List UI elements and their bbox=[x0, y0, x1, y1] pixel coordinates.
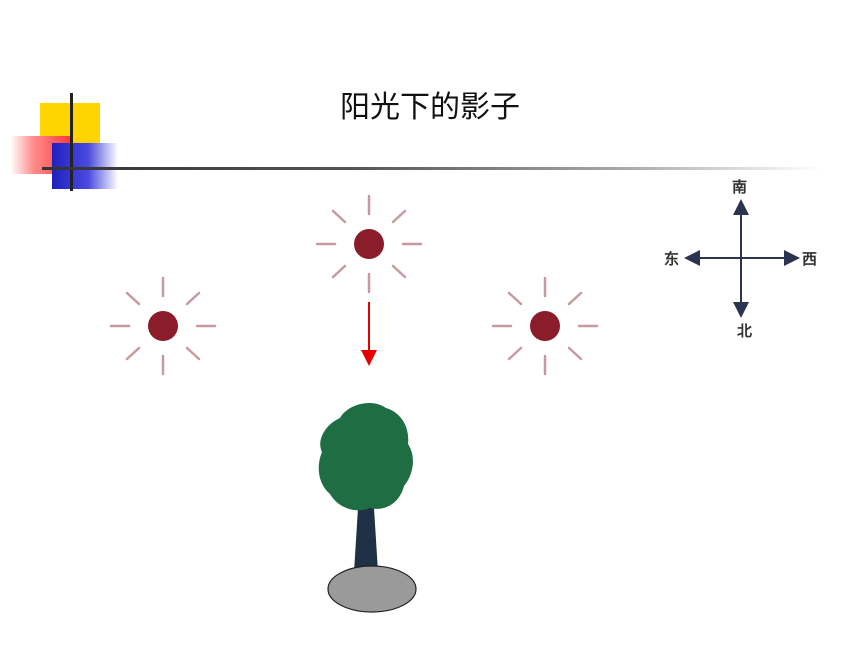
deco-blue-square bbox=[52, 143, 118, 189]
compass-south-label: 南 bbox=[732, 178, 748, 196]
compass-north-label: 北 bbox=[737, 322, 753, 340]
title-underline bbox=[42, 167, 822, 170]
slide-title: 阳光下的影子 bbox=[340, 90, 520, 125]
compass-east-label: 东 bbox=[664, 250, 680, 268]
shadow-ellipse bbox=[327, 565, 417, 613]
sun-icon bbox=[109, 276, 217, 376]
sun-icon bbox=[315, 194, 423, 294]
sun-icon bbox=[491, 276, 599, 376]
compass-icon bbox=[684, 199, 800, 318]
compass-west-label: 西 bbox=[802, 250, 818, 268]
tree-icon bbox=[318, 403, 413, 572]
deco-vertical-line bbox=[70, 93, 73, 191]
